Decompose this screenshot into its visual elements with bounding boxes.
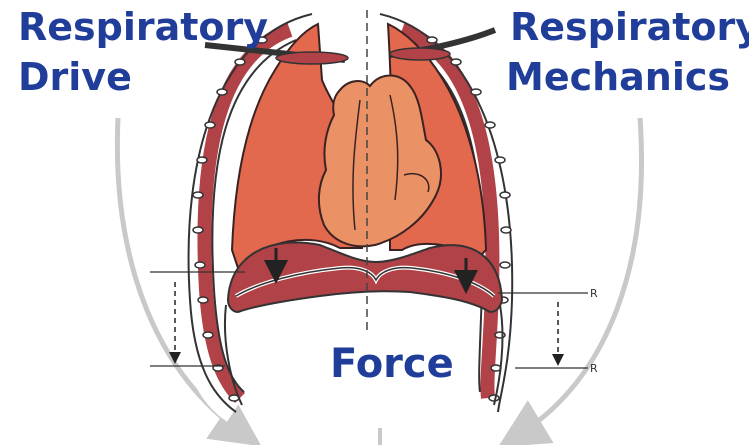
- diaphragm: [228, 242, 502, 312]
- respiratory-drive-label-line1: Respiratory: [18, 8, 268, 46]
- respiratory-mechanics-label-line1: Respiratory: [510, 8, 749, 46]
- right-bronchus-ellipse: [390, 48, 450, 60]
- r-marker-upper: R: [590, 287, 598, 300]
- r-marker-lower: R: [590, 362, 598, 375]
- left-bronchus-ellipse: [276, 52, 348, 64]
- respiratory-drive-label-line2: Drive: [18, 58, 132, 96]
- respiratory-mechanics-label-line2: Mechanics: [506, 58, 730, 96]
- mechanics-flow-arrow: [515, 118, 641, 437]
- force-label: Force: [330, 344, 454, 384]
